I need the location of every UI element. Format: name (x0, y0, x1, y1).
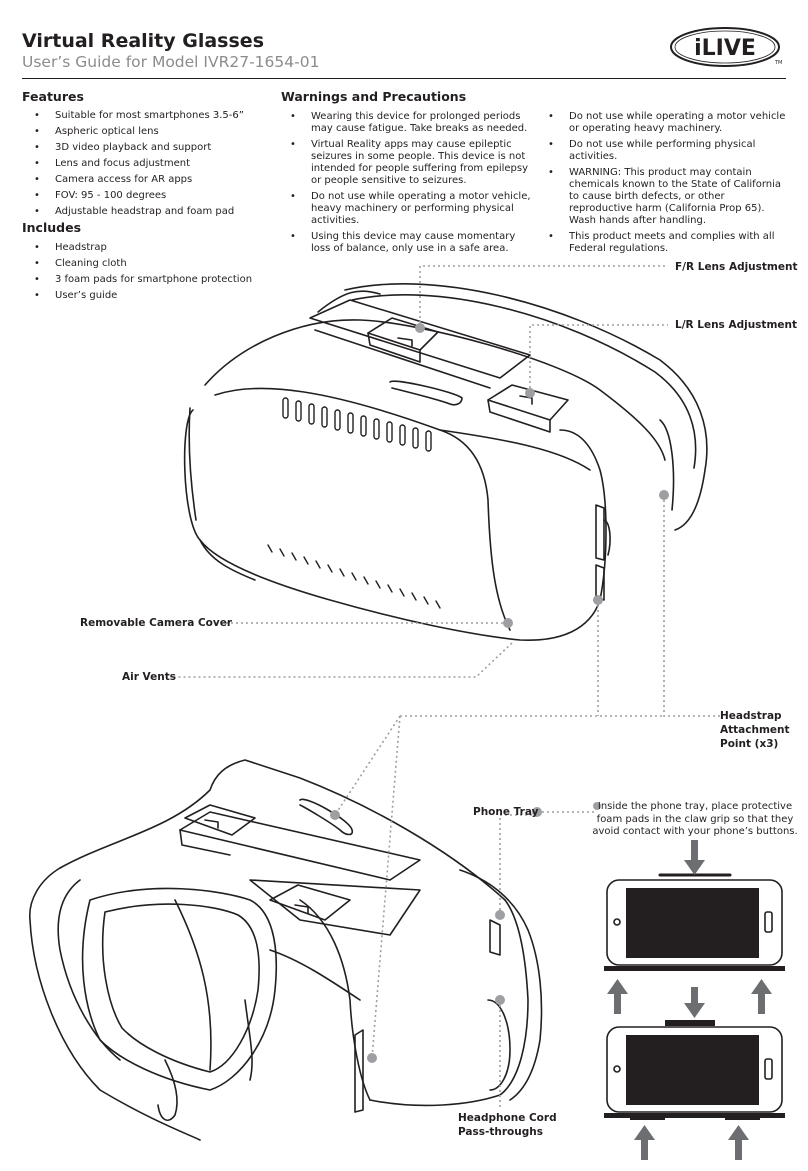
callout-lr-lens: L/R Lens Adjustment (675, 319, 798, 331)
callout-phone-tray: Phone Tray (473, 806, 539, 818)
ilive-logo: iLIVE TM (670, 27, 782, 67)
callout-leaders (170, 265, 720, 1110)
doc-subtitle: User’s Guide for Model IVR27-1654-01 (22, 53, 320, 71)
callout-headstrap-line3: Point (x3) (720, 738, 779, 750)
list-item: Adjustable headstrap and foam pad (34, 206, 274, 218)
includes-heading: Includes (22, 220, 82, 235)
headset-bottom-illustration (29, 759, 543, 1141)
phone-tray-phone-1 (604, 873, 785, 971)
callout-air-vents: Air Vents (122, 671, 176, 683)
list-item: WARNING: This product may contain chemic… (548, 167, 788, 227)
list-item: Headstrap (34, 242, 274, 254)
callout-fr-lens: F/R Lens Adjustment (675, 261, 798, 273)
callout-headstrap-line1: Headstrap (720, 710, 782, 722)
list-item: Wearing this device for prolonged period… (290, 111, 532, 135)
header-rule (22, 78, 786, 79)
logo-tm: TM (774, 60, 782, 66)
list-item: Aspheric optical lens (34, 126, 274, 138)
features-list: Suitable for most smartphones 3.5-6” Asp… (34, 110, 274, 222)
headset-top-illustration (183, 283, 708, 641)
list-item: Using this device may cause momentary lo… (290, 231, 532, 255)
list-item: User’s guide (34, 290, 274, 302)
list-item: FOV: 95 - 100 degrees (34, 190, 274, 202)
list-item: 3D video playback and support (34, 142, 274, 154)
list-item: Cleaning cloth (34, 258, 274, 270)
list-item: Camera access for AR apps (34, 174, 274, 186)
callout-headphone-line2: Pass-throughs (458, 1126, 543, 1138)
warnings-list-col2: Do not use while operating a motor vehic… (548, 111, 788, 259)
list-item: Suitable for most smartphones 3.5-6” (34, 110, 274, 122)
list-item: Do not use while performing physical act… (548, 139, 788, 163)
features-heading: Features (22, 89, 84, 104)
includes-list: Headstrap Cleaning cloth 3 foam pads for… (34, 242, 274, 306)
list-item: Do not use while operating a motor vehic… (290, 191, 532, 227)
callout-headstrap-line2: Attachment (720, 724, 790, 736)
phone-tray-phone-2 (604, 1020, 785, 1120)
warnings-heading: Warnings and Precautions (281, 89, 467, 104)
list-item: 3 foam pads for smartphone protection (34, 274, 274, 286)
logo-text: iLIVE (694, 36, 756, 61)
warnings-list-col1: Wearing this device for prolonged period… (290, 111, 532, 259)
list-item: Do not use while operating a motor vehic… (548, 111, 788, 135)
callout-headphone-line1: Headphone Cord (458, 1112, 557, 1124)
doc-title: Virtual Reality Glasses (22, 30, 264, 52)
callout-dots (330, 323, 669, 1063)
tray-instruction-note: Inside the phone tray, place protective … (592, 801, 798, 837)
callout-camera-cover: Removable Camera Cover (80, 617, 233, 629)
list-item: Virtual Reality apps may cause epileptic… (290, 139, 532, 187)
tray-arrows (607, 840, 772, 1160)
list-item: This product meets and complies with all… (548, 231, 788, 255)
list-item: Lens and focus adjustment (34, 158, 274, 170)
